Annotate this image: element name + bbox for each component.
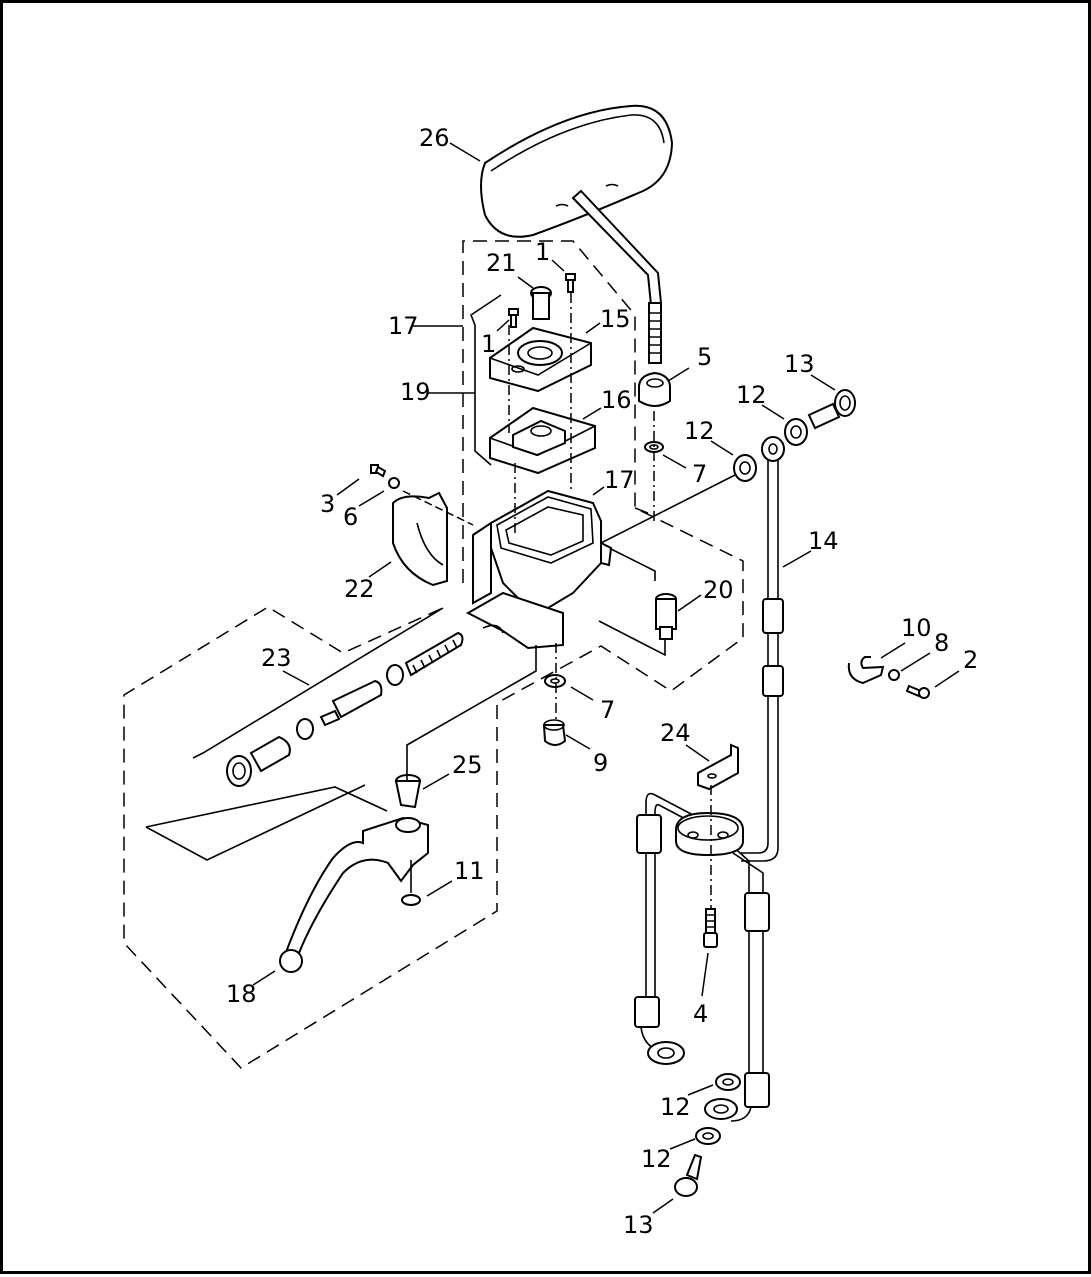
boot-part-25[interactable] [394,774,422,809]
callout-12: 12 [736,381,767,409]
washer-part-12-d[interactable] [695,1127,721,1145]
retaining-ring-part-11[interactable] [401,894,421,906]
callout-19: 19 [400,378,431,406]
sight-glass-part-21[interactable] [530,286,552,320]
callout-10: 10 [901,614,932,642]
cover-part-15[interactable] [489,326,592,393]
callout-8: 8 [934,629,949,657]
washer-part-12-a[interactable] [784,418,808,446]
callout-labels: 26 21 1 17 15 1 5 13 19 12 16 12 7 3 6 1… [226,124,978,1239]
washer-part-6[interactable] [388,477,400,489]
callout-6: 6 [343,503,358,531]
lever-part-18[interactable] [279,816,429,973]
nut-part-5[interactable] [638,371,671,407]
banjo-bolt-part-13-upper[interactable] [807,389,856,430]
reference-lines [145,293,736,908]
leader-lines [252,142,960,1214]
callout-12: 12 [660,1093,691,1121]
callout-22: 22 [344,575,375,603]
callout-17: 17 [388,312,419,340]
callout-21: 21 [486,249,517,277]
washer-part-12-b[interactable] [733,454,757,482]
callout-3: 3 [320,490,335,518]
callout-26: 26 [419,124,450,152]
callout-12: 12 [641,1145,672,1173]
callout-14: 14 [808,527,839,555]
callout-13: 13 [623,1211,654,1239]
assembly-outlines [123,240,744,1069]
clip-part-10[interactable] [847,656,885,685]
callout-9: 9 [593,749,608,777]
callout-16: 16 [601,386,632,414]
exploded-parts-diagram: 26 21 1 17 15 1 5 13 19 12 16 12 7 3 6 1… [123,104,978,1239]
bracket-part-24[interactable] [697,743,739,791]
callout-1: 1 [481,330,496,358]
clamp-part-22[interactable] [392,491,448,587]
callout-24: 24 [660,719,691,747]
mirror-part-26[interactable] [480,104,674,364]
pivot-pin-part-20[interactable] [655,593,677,640]
callout-17: 17 [604,466,635,494]
callout-18: 18 [226,980,257,1008]
screw-part-2[interactable] [905,684,930,699]
piston-kit-part-23[interactable] [226,631,464,787]
lockwasher-part-7-lower[interactable] [544,674,566,688]
callout-5: 5 [697,343,712,371]
callout-1: 1 [535,238,550,266]
callout-15: 15 [600,305,631,333]
callout-23: 23 [261,644,292,672]
screw-part-4[interactable] [703,908,718,948]
callout-12: 12 [684,417,715,445]
callout-7: 7 [600,696,615,724]
callout-4: 4 [693,1000,708,1028]
screw-part-1-lower[interactable] [508,308,519,328]
callout-20: 20 [703,576,734,604]
screw-part-1-upper[interactable] [565,273,576,293]
screw-part-3[interactable] [370,464,387,478]
callout-25: 25 [452,751,483,779]
nut-part-8[interactable] [888,669,900,681]
cap-part-9[interactable] [542,719,567,746]
diaphragm-part-16[interactable] [489,406,596,475]
washer-part-12-c[interactable] [715,1073,741,1091]
callout-7: 7 [692,460,707,488]
callout-2: 2 [963,646,978,674]
master-cylinder-part-17[interactable] [465,489,613,650]
brake-line-part-14[interactable] [634,436,785,1122]
callout-13: 13 [784,350,815,378]
callout-11: 11 [454,857,485,885]
banjo-bolt-part-13-lower[interactable] [674,1153,703,1197]
